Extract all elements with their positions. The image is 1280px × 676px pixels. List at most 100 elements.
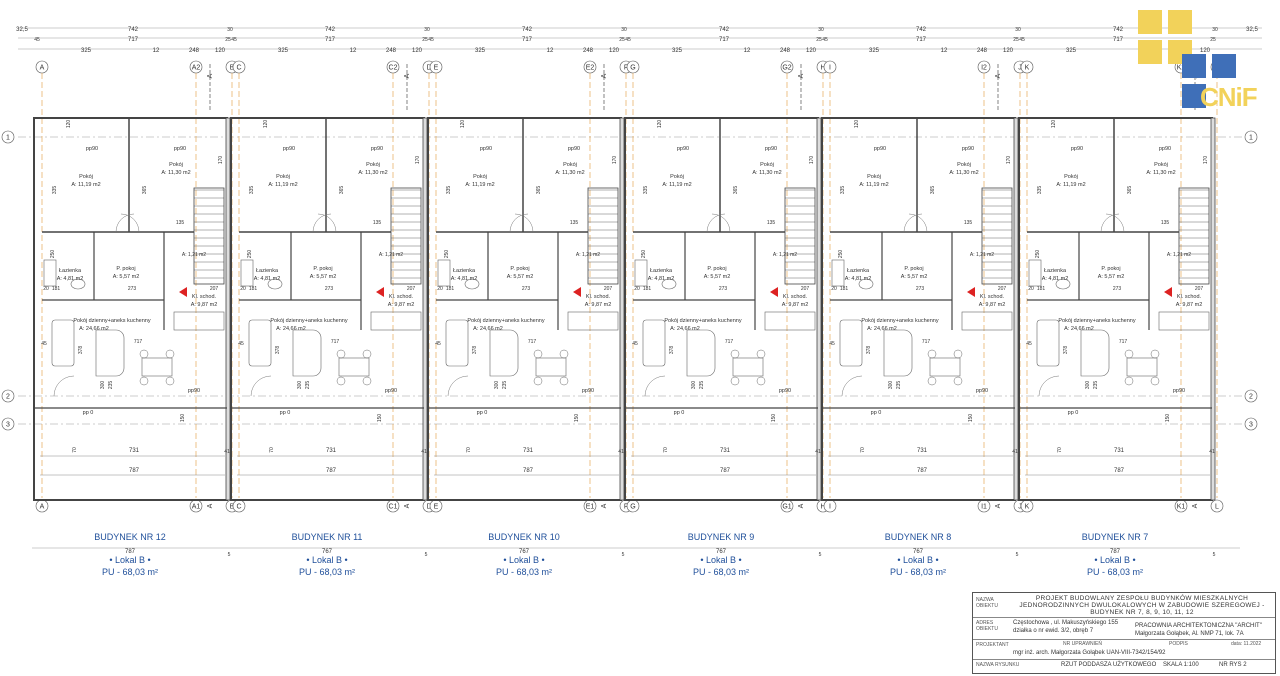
window-tag: pp90 <box>86 146 98 152</box>
stair <box>784 187 816 285</box>
section-mark-top: A <box>995 73 1002 78</box>
dim-module: 742 <box>325 27 336 33</box>
dim-731: 731 <box>129 448 140 454</box>
cnif-logo: CNiF <box>1138 10 1266 118</box>
door-swing <box>53 375 75 397</box>
dim-25: 25 <box>1013 37 1019 43</box>
door-swing <box>115 213 135 233</box>
room-area-hall: A: 5,57 m2 <box>1098 274 1125 280</box>
sofa <box>489 329 519 377</box>
grid-bubble-bottom <box>1210 499 1224 513</box>
dim-12: 12 <box>941 48 948 54</box>
grid-label-bottom: C <box>236 504 241 511</box>
dining-table <box>1126 357 1158 377</box>
dim-20: 20 <box>831 286 837 292</box>
window-tag: pp90 <box>371 146 383 152</box>
toilet <box>70 278 86 290</box>
kitchen-counter <box>1158 311 1210 331</box>
kitchen-counter <box>764 311 816 331</box>
dim-150: 150 <box>771 414 777 423</box>
chair <box>165 349 175 359</box>
dim-30: 30 <box>1212 27 1218 33</box>
dim-135: 135 <box>570 220 579 226</box>
dim-5: 5 <box>819 552 822 558</box>
label-license: NR UPRAWNIEŃ <box>1063 641 1102 647</box>
dim-378: 378 <box>472 346 478 355</box>
stair <box>1178 187 1210 285</box>
dim-378: 378 <box>669 346 675 355</box>
dim-120: 120 <box>609 48 620 54</box>
window-tag: pp90 <box>1071 146 1083 152</box>
window-tag: pp90 <box>283 146 295 152</box>
grid-label-top: J <box>1018 65 1022 72</box>
door-swing <box>1105 213 1125 233</box>
toilet <box>464 278 480 290</box>
dim-250: 250 <box>50 250 56 259</box>
dim-335: 335 <box>1037 186 1043 195</box>
room-name-hall: P. pokoj <box>313 266 332 272</box>
dim-250: 250 <box>1035 250 1041 259</box>
kitchen-island <box>248 319 272 367</box>
dim-300: 300 <box>888 381 894 390</box>
window-tag: pp90 <box>962 146 974 152</box>
dim-inner: 717 <box>128 37 139 43</box>
dim-170: 170 <box>612 156 618 165</box>
grid-label-top: G2 <box>782 65 791 72</box>
toilet <box>267 278 283 290</box>
sofa <box>686 329 716 377</box>
dim-787: 787 <box>1114 468 1125 474</box>
plot-text: działka o nr ewid. 3/2, obręb 7 <box>1013 628 1094 634</box>
dim-150: 150 <box>377 414 383 423</box>
grid-label-bottom: C1 <box>389 504 398 511</box>
dim-731: 731 <box>1114 448 1125 454</box>
stair <box>981 187 1013 285</box>
room-name-bedroom-2: Pokój <box>1154 162 1168 168</box>
dim-120-v: 120 <box>1051 120 1057 129</box>
room-area-bathroom: A: 4,81 m2 <box>648 276 675 282</box>
window-tag: pp90 <box>976 388 988 394</box>
stair-arrow <box>376 287 384 297</box>
dining-table <box>929 357 961 377</box>
dim-325: 325 <box>81 48 92 54</box>
dim-273: 273 <box>719 286 728 292</box>
dim-inner: 717 <box>719 37 730 43</box>
door-tag: pp 0 <box>280 410 291 416</box>
grid-label-bottom: B <box>230 504 235 511</box>
grid-label-top: E <box>434 65 439 72</box>
dim-207: 207 <box>604 286 613 292</box>
dim-inner: 717 <box>522 37 533 43</box>
kitchen-island <box>1036 319 1060 367</box>
window-tag: pp90 <box>480 146 492 152</box>
unit-outer-wall <box>33 117 228 501</box>
dim-12: 12 <box>744 48 751 54</box>
room-name-living: Pokój dzienny+aneks kuchenny <box>467 318 544 324</box>
window-tag: pp90 <box>582 388 594 394</box>
room-name-stair: Kl. schod. <box>1177 294 1202 300</box>
chair <box>1150 376 1160 386</box>
bathtub <box>831 259 845 287</box>
dim-41: 41 <box>224 449 230 455</box>
room-name-bedroom-1: Pokój <box>670 174 684 180</box>
sofa <box>1080 329 1110 377</box>
grid-label-bottom: E1 <box>586 504 595 511</box>
kitchen-counter <box>370 311 422 331</box>
lokal-label: • Lokal B • <box>897 555 938 565</box>
dim-248: 248 <box>780 48 791 54</box>
dim-120-v: 120 <box>66 120 72 129</box>
toilet <box>661 278 677 290</box>
dim-70: 70 <box>860 447 866 453</box>
axis-bubble <box>1244 417 1258 431</box>
party-wall <box>422 117 428 501</box>
door-swing <box>711 213 731 233</box>
axis-label: 2 <box>1249 394 1253 401</box>
sheet-number: NR RYS 2 <box>1219 662 1247 668</box>
door-swing <box>1038 375 1060 397</box>
dim-135: 135 <box>964 220 973 226</box>
bathtub <box>1028 259 1042 287</box>
grid-label-top: A <box>40 65 45 72</box>
kitchen-island <box>839 319 863 367</box>
chair <box>953 376 963 386</box>
door-swing <box>250 375 272 397</box>
dim-335: 335 <box>643 186 649 195</box>
